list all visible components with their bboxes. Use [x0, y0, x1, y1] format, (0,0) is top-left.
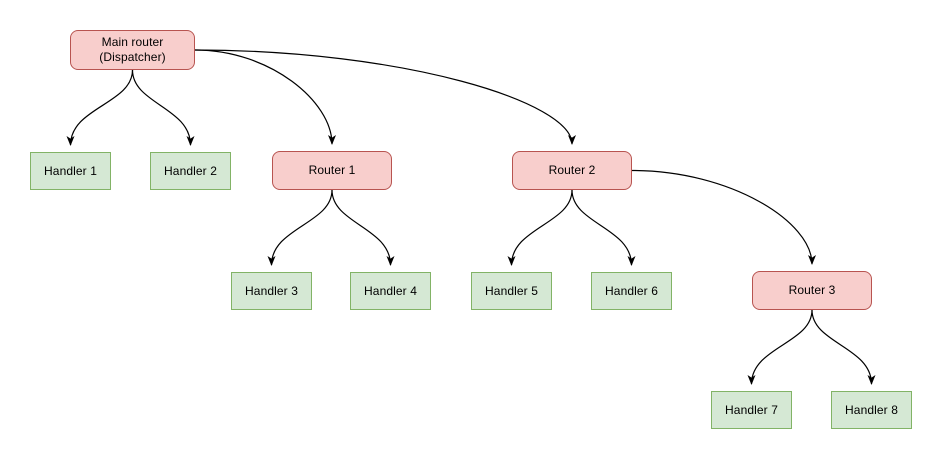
node-handler-3[interactable]: Handler 3 [231, 272, 312, 310]
node-handler-4[interactable]: Handler 4 [350, 272, 431, 310]
node-handler-6[interactable]: Handler 6 [591, 272, 672, 310]
node-handler-8[interactable]: Handler 8 [831, 391, 912, 429]
edge-main-to-handler-2 [131, 69, 195, 146]
node-handler-5[interactable]: Handler 5 [471, 272, 552, 310]
node-handler-1[interactable]: Handler 1 [30, 152, 111, 190]
edge-router-2-to-router-3 [631, 169, 816, 265]
node-router-2[interactable]: Router 2 [512, 151, 632, 190]
edge-router-3-to-handler-8 [811, 309, 876, 385]
edge-router-2-to-handler-5 [507, 189, 573, 266]
edge-router-1-to-handler-4 [331, 189, 395, 266]
node-router-1[interactable]: Router 1 [272, 151, 392, 190]
edge-main-to-router-1 [194, 49, 336, 145]
edge-router-1-to-handler-3 [267, 189, 333, 266]
edge-router-2-to-handler-6 [571, 189, 636, 266]
node-handler-7[interactable]: Handler 7 [711, 391, 792, 429]
edge-main-to-handler-1 [66, 69, 134, 146]
edge-router-3-to-handler-7 [747, 309, 813, 385]
edge-main-to-router-2 [194, 49, 576, 145]
node-handler-2[interactable]: Handler 2 [150, 152, 231, 190]
node-main-router[interactable]: Main router (Dispatcher) [70, 30, 195, 70]
node-router-3[interactable]: Router 3 [752, 271, 872, 310]
